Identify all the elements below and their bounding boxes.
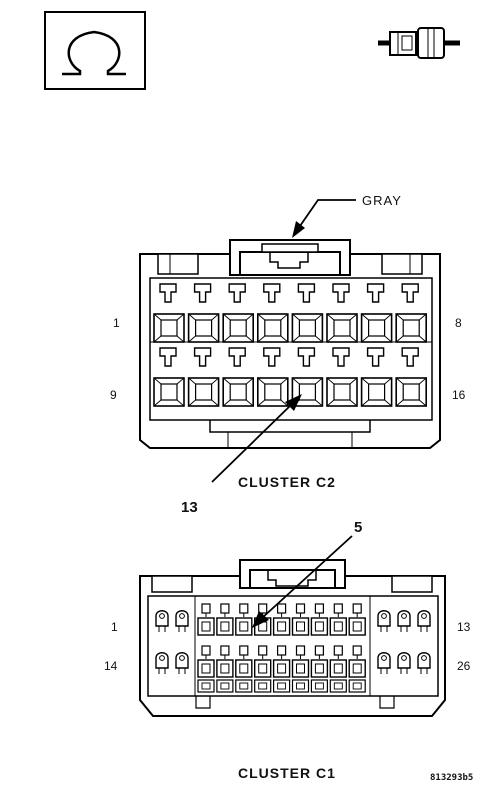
- c1-hook-cavity: [397, 652, 411, 674]
- c1-terminal-cavity: [197, 645, 215, 678]
- c1-hook-cavity: [397, 610, 411, 632]
- c1-lower-terminal: [329, 679, 347, 693]
- figure-id: 813293b5: [430, 773, 473, 783]
- c2-callout-arrowhead: [285, 394, 302, 411]
- c2-cavity: [187, 347, 220, 407]
- c1-pin-label-1: 1: [111, 620, 118, 634]
- c2-cavity: [360, 347, 393, 407]
- c1-hook-cavity: [377, 610, 391, 632]
- c1-terminal-cavity: [329, 603, 347, 636]
- c1-hook-cavity: [175, 610, 189, 632]
- ohm-resistance-icon: [44, 11, 146, 90]
- c1-terminal-cavity: [235, 603, 253, 636]
- c2-pin-label-9: 9: [110, 388, 117, 402]
- c2-cavity: [395, 347, 428, 407]
- c1-lower-terminal: [291, 679, 310, 693]
- c1-cavity-grid: [155, 603, 431, 693]
- c1-hook-cavity: [377, 652, 391, 674]
- c1-lower-terminal: [235, 679, 253, 693]
- c2-pin-label-1: 1: [113, 316, 120, 330]
- c1-terminal-cavity: [253, 645, 272, 678]
- c1-callout-number: 5: [354, 519, 362, 536]
- c2-cavity: [256, 347, 289, 407]
- c2-color-label: GRAY: [362, 193, 402, 208]
- c2-title: CLUSTER C2: [238, 474, 336, 490]
- c1-hook-cavity: [155, 652, 169, 674]
- c1-terminal-cavity: [310, 603, 329, 636]
- c1-pin-label-14: 14: [104, 659, 118, 673]
- c1-callout-arrowhead: [252, 611, 269, 628]
- c2-callout-leader: [211, 403, 293, 483]
- c1-callout-leader: [261, 535, 353, 619]
- c1-terminal-cavity: [216, 645, 234, 678]
- c1-terminal-cavity: [348, 603, 366, 636]
- c2-cavity-grid: [153, 283, 428, 407]
- c1-title: CLUSTER C1: [238, 765, 336, 781]
- c2-cavity: [187, 283, 220, 343]
- connector-plug-icon: [378, 27, 460, 59]
- c1-terminal-cavity: [216, 603, 234, 636]
- gray-leader-line: [299, 199, 356, 227]
- c2-cavity: [326, 347, 358, 407]
- c1-terminal-cavity: [291, 603, 310, 636]
- c2-pin-label-16: 16: [452, 388, 466, 402]
- c2-cavity: [153, 347, 185, 407]
- c2-cavity: [291, 347, 324, 407]
- c2-cavity: [291, 283, 324, 343]
- c1-lower-terminal: [273, 679, 291, 693]
- c1-terminal-cavity: [272, 645, 291, 678]
- gray-arrowhead: [292, 221, 305, 238]
- c2-cavity: [360, 283, 393, 343]
- c1-terminal-cavity: [348, 645, 366, 678]
- c1-terminal-cavity: [291, 645, 310, 678]
- c1-hook-cavity: [417, 610, 431, 632]
- c1-lower-terminal: [216, 679, 234, 693]
- c1-terminal-cavity: [235, 645, 253, 678]
- c1-terminal-cavity: [310, 645, 329, 678]
- c1-hook-cavity: [175, 652, 189, 674]
- c2-cavity: [326, 283, 358, 343]
- c1-terminal-cavity: [197, 603, 215, 636]
- c1-pin-label-13: 13: [457, 620, 471, 634]
- c1-lower-terminal: [254, 679, 272, 693]
- c1-lower-terminal: [310, 679, 328, 693]
- c1-terminal-cavity: [329, 645, 347, 678]
- c2-cavity: [395, 283, 428, 343]
- c1-hook-cavity: [417, 652, 431, 674]
- c2-cavity: [222, 283, 254, 343]
- c2-cavity: [222, 347, 254, 407]
- c1-lower-terminal: [197, 679, 215, 693]
- c1-terminal-cavity: [272, 603, 291, 636]
- c1-lower-terminal: [348, 679, 366, 693]
- c2-cavity: [256, 283, 289, 343]
- c2-callout-number: 13: [181, 499, 198, 516]
- c2-pin-label-8: 8: [455, 316, 462, 330]
- connector-c2: [139, 239, 441, 449]
- connector-c1: [139, 559, 446, 717]
- c1-hook-cavity: [155, 610, 169, 632]
- c1-pin-label-26: 26: [457, 659, 471, 673]
- c2-cavity: [153, 283, 185, 343]
